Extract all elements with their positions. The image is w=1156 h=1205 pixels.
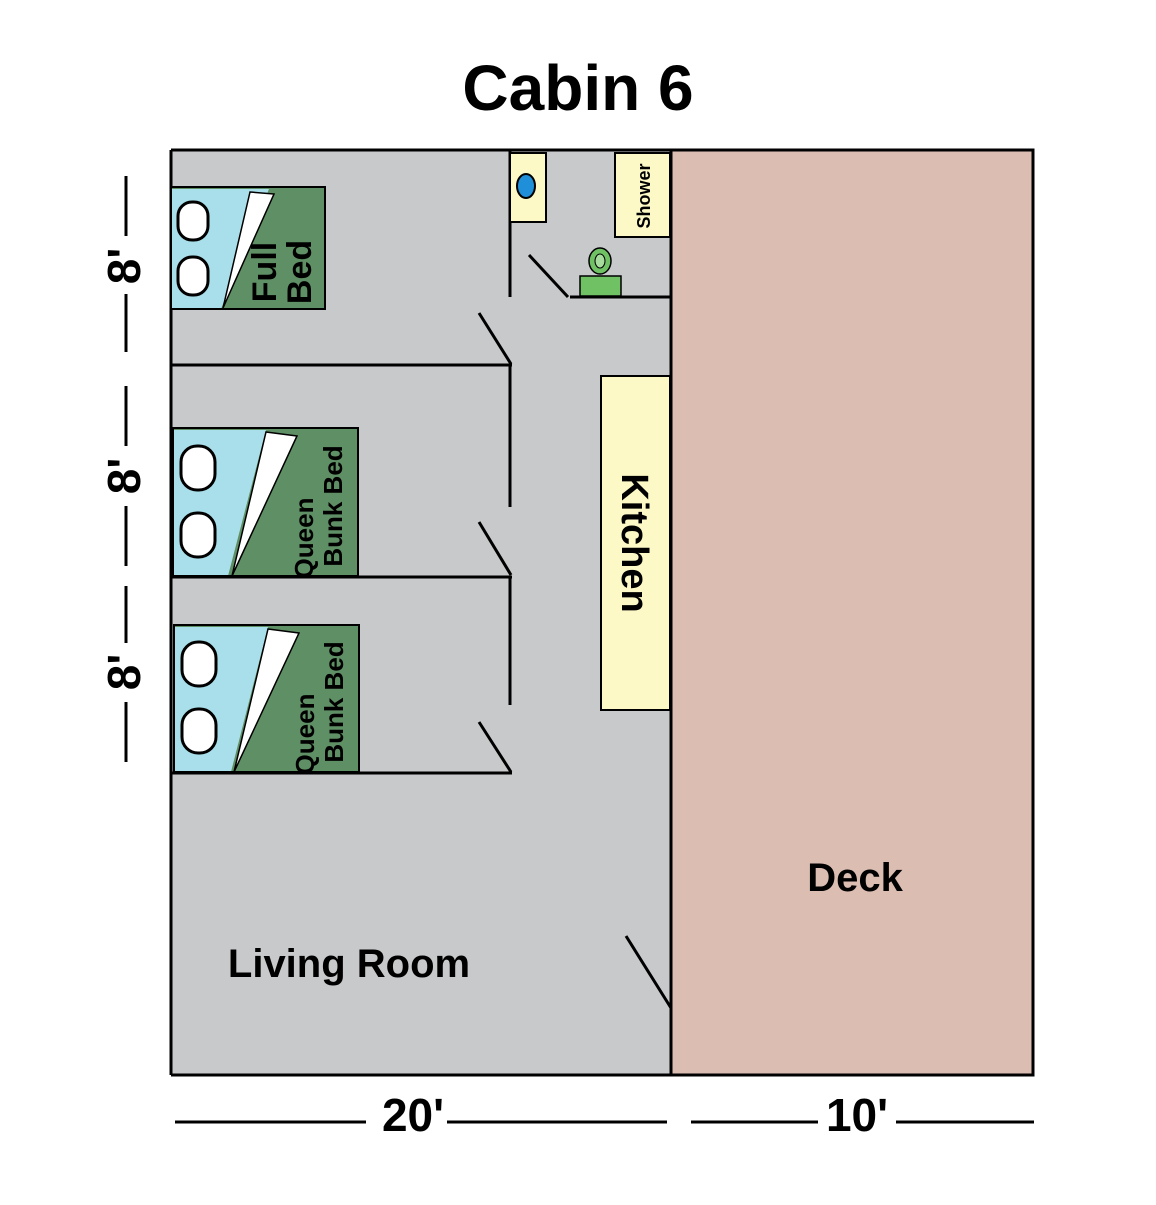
bed-queen-bunk-2: Queen Bunk Bed bbox=[173, 624, 360, 775]
pillow-icon bbox=[176, 200, 210, 242]
pillow-icon bbox=[180, 640, 218, 688]
dimension-left-2: 8' bbox=[98, 458, 150, 495]
deck-label: Deck bbox=[807, 856, 903, 900]
pillow-icon bbox=[176, 255, 210, 297]
toilet-icon bbox=[579, 247, 622, 297]
pillow-icon bbox=[179, 444, 217, 492]
bathroom-door bbox=[527, 253, 570, 299]
shower-label: Shower bbox=[634, 163, 654, 228]
pillow-icon bbox=[179, 511, 217, 559]
dimension-left-3: 8' bbox=[98, 654, 150, 691]
dimension-bottom-interior: 20' bbox=[382, 1089, 444, 1141]
shower-stall bbox=[614, 152, 671, 238]
pillow-icon bbox=[180, 707, 218, 755]
deck-area bbox=[669, 148, 1035, 1077]
bed-label-line1: Queen bbox=[289, 498, 319, 579]
bed-full: Full Bed bbox=[170, 186, 326, 310]
bed-label-line2: Bunk Bed bbox=[318, 445, 348, 566]
kitchen-counter bbox=[600, 375, 671, 711]
bed-queen-bunk-1: Queen Bunk Bed bbox=[172, 427, 359, 579]
sink-icon bbox=[516, 173, 536, 199]
bed-label-line2: Bed bbox=[281, 240, 319, 304]
bed-label-line1: Queen bbox=[290, 694, 320, 775]
plan-title: Cabin 6 bbox=[462, 52, 693, 124]
bed-label-line2: Bunk Bed bbox=[319, 641, 349, 762]
bedroom-doors bbox=[477, 312, 513, 773]
bathroom: Shower bbox=[509, 152, 671, 299]
kitchen-label: Kitchen bbox=[613, 473, 655, 612]
living-room-label: Living Room bbox=[228, 942, 470, 986]
dimension-bottom-deck: 10' bbox=[826, 1089, 888, 1141]
deck-door bbox=[624, 935, 673, 1009]
bed-label-line1: Full bbox=[246, 242, 284, 302]
dimension-left-1: 8' bbox=[98, 248, 150, 285]
